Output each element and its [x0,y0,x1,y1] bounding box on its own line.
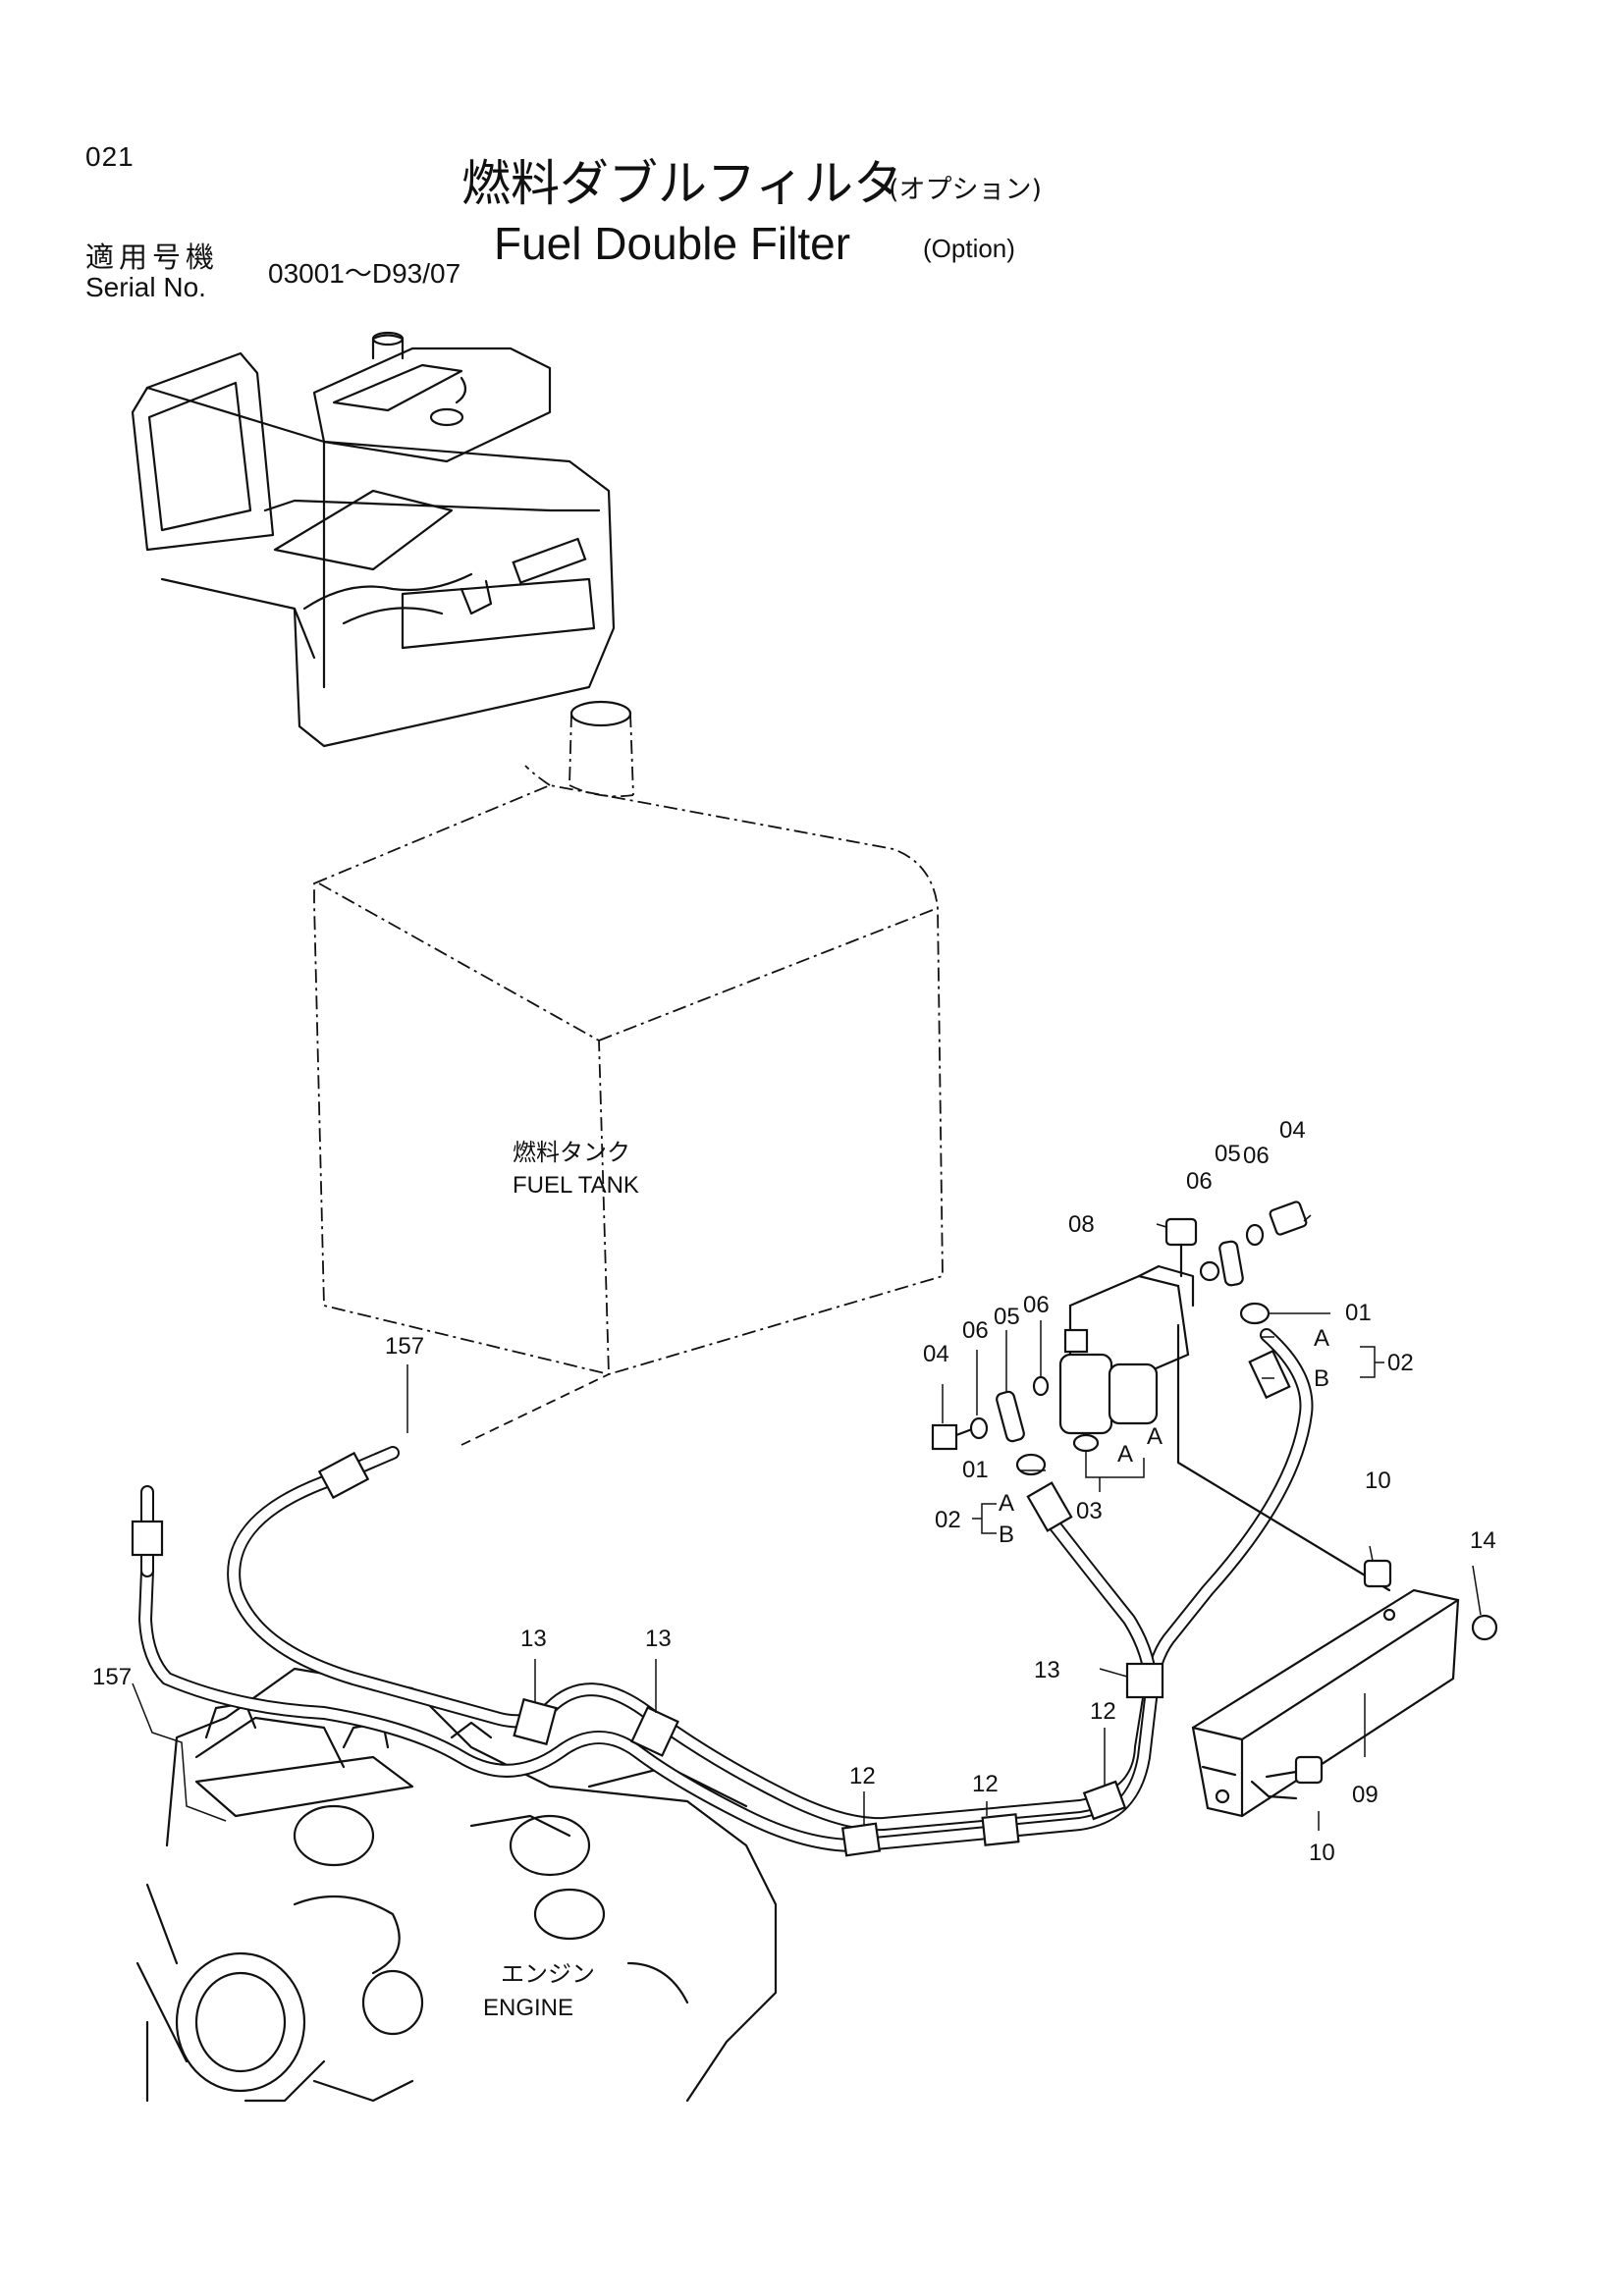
callout-13-c: 13 [1034,1657,1060,1683]
callout-01-left: 01 [962,1457,989,1483]
callout-06-top-a: 06 [1186,1168,1213,1195]
callout-13-b: 13 [645,1626,672,1652]
callout-14: 14 [1470,1527,1496,1554]
callout-01-right: 01 [1345,1300,1372,1326]
callout-06-left-b: 06 [1023,1292,1050,1318]
callout-05-top: 05 [1215,1141,1241,1167]
callout-A-filter-2: A [1147,1423,1163,1450]
callout-03: 03 [1076,1498,1103,1524]
serial-range: 03001～D93/07 [268,258,461,289]
filter-assembly-drawing [1015,1264,1391,1592]
page-title-jp-option: (オプション) [889,175,1043,205]
callout-12-b: 12 [972,1771,999,1797]
engine-drawing [135,1667,778,2103]
fuel-tank-label-jp: 燃料タンク [513,1140,630,1166]
serial-label-en: Serial No. [85,272,206,302]
page-title-en: Fuel Double Filter [494,218,851,269]
page-number: 021 [85,141,135,172]
callout-A-filter-1: A [1117,1441,1134,1468]
callout-06-left-a: 06 [962,1317,989,1344]
fuel-tank-label-en: FUEL TANK [513,1172,639,1199]
callout-13-a: 13 [520,1626,547,1652]
engine-label-en: ENGINE [483,1995,574,2021]
page-title-jp: 燃料ダブルフィルタ [461,155,902,212]
callout-04-top: 04 [1279,1117,1306,1144]
callout-05-left: 05 [994,1304,1020,1330]
callout-02-left: 02 [935,1507,961,1533]
bracket-drawing [1191,1559,1498,1818]
machine-body-drawing [131,331,616,748]
callout-157-left: 157 [92,1664,133,1690]
serial-label-jp: 適用号機 [85,240,220,274]
fuel-tank-drawing [313,700,944,1446]
callout-B-right: B [1314,1365,1330,1392]
callout-09: 09 [1352,1782,1379,1808]
callout-02-right: 02 [1387,1350,1414,1376]
callout-157-top: 157 [385,1333,425,1360]
callout-12-a: 12 [849,1763,876,1789]
callout-B-left: B [999,1522,1015,1548]
callout-12-c: 12 [1090,1698,1116,1725]
callout-06-top-b: 06 [1243,1143,1270,1169]
right-bolt-group-drawing [1164,1201,1308,1287]
callout-08: 08 [1068,1211,1095,1238]
callout-10-bottom: 10 [1309,1840,1335,1866]
callout-04-left: 04 [923,1341,949,1367]
leader-lines [132,1214,1482,1831]
left-bolt-group-drawing [931,1328,1089,1451]
callout-A-left: A [999,1490,1015,1517]
callout-10-top: 10 [1365,1468,1391,1494]
fuel-hose-drawing [131,1328,1314,1857]
callout-A-right: A [1314,1325,1330,1352]
engine-label-jp: エンジン [501,1961,595,1988]
page-title-en-option: (Option) [923,234,1015,263]
